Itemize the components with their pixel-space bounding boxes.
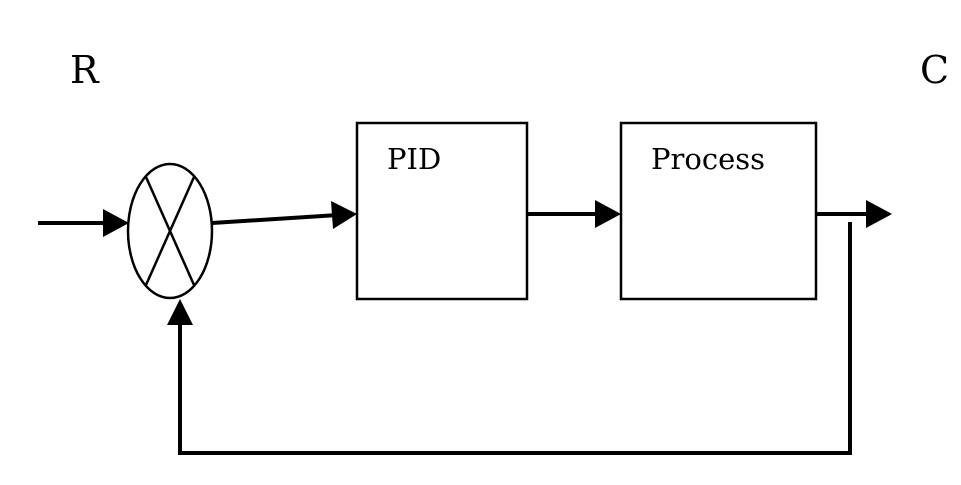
pid-block-label: PID xyxy=(387,142,441,176)
process-block: Process xyxy=(619,121,818,301)
process-block-box xyxy=(619,121,818,301)
output-arrow-head xyxy=(866,200,892,228)
pid-block: PID xyxy=(355,121,529,301)
pid-block-box xyxy=(355,121,529,301)
input-label-r: R xyxy=(70,48,100,92)
error-arrow-head xyxy=(331,201,357,229)
output-label-c: C xyxy=(920,48,949,92)
summing-junction xyxy=(126,162,214,300)
error-arrow-line xyxy=(211,213,339,225)
input-arrow-head xyxy=(103,209,129,237)
control-arrow-head xyxy=(595,200,621,228)
summing-junction-cross-b xyxy=(144,176,196,286)
process-block-label: Process xyxy=(651,142,765,176)
feedback-arrow-head xyxy=(167,299,193,325)
feedback-path xyxy=(178,222,852,455)
